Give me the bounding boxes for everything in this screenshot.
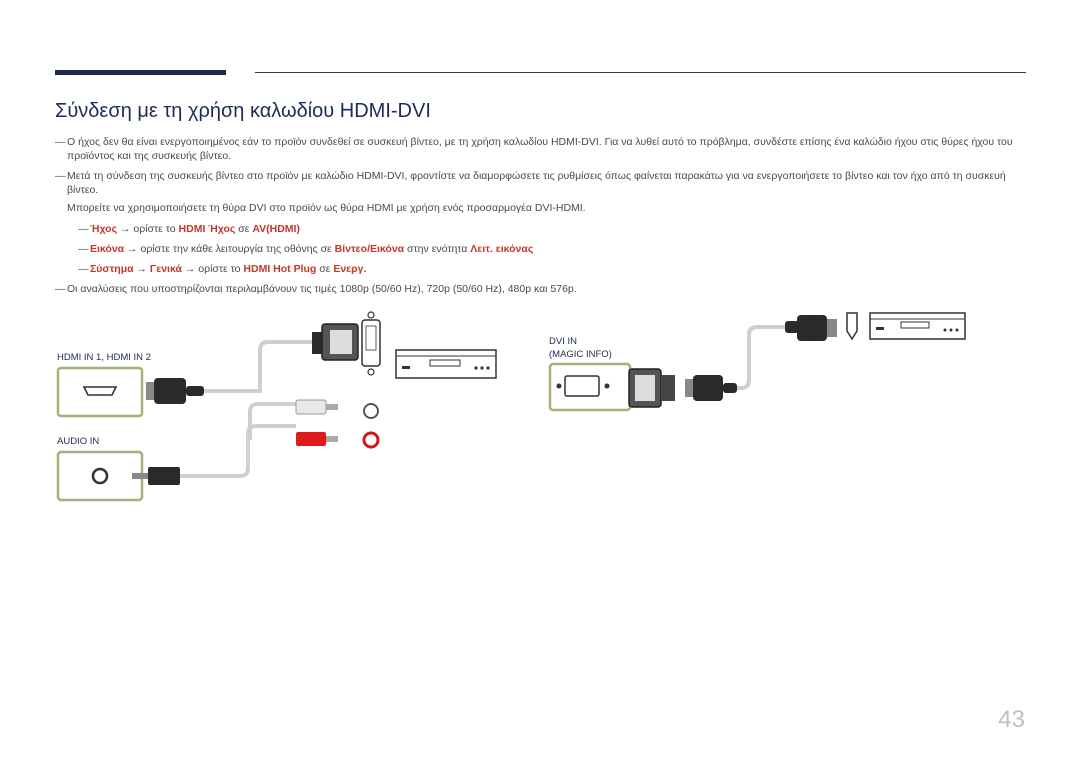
rca-white-plug-icon [295, 399, 338, 415]
note-dash-icon: ― [55, 283, 66, 295]
setting-system: ― Σύστημα → Γενικά → ορίστε το HDMI Hot … [78, 262, 367, 276]
video-device-icon [869, 312, 966, 340]
page-number: 43 [998, 706, 1025, 733]
header-accent-bar [55, 70, 226, 75]
menu-picture: Εικόνα [90, 243, 125, 255]
note-settings: ― Μετά τη σύνδεση της συσκευής βίντεο στ… [55, 169, 1027, 197]
setting-text: → [133, 263, 150, 275]
hdmi-port-label: HDMI IN 1, HDMI IN 2 [57, 352, 151, 363]
setting-sound: ― Ήχος → ορίστε το HDMI Ήχος σε AV(HDMI) [78, 222, 300, 236]
audio-cable [180, 424, 296, 478]
left-connection-diagram [56, 311, 381, 502]
menu-on: Ενεργ. [333, 263, 367, 275]
menu-video-picture: Βίντεο/Εικόνα [334, 243, 405, 255]
video-device-icon [395, 349, 497, 379]
menu-hdmi-hot-plug: HDMI Hot Plug [243, 263, 317, 275]
hdmi-port-icon [846, 312, 858, 341]
audio-jack-plug-icon [132, 467, 180, 485]
menu-picture-mode: Λειτ. εικόνας [470, 243, 534, 255]
dvi-in-port-icon [548, 362, 632, 412]
menu-general: Γενικά [149, 263, 182, 275]
note-dash-icon: ― [78, 223, 89, 235]
rca-red-jack-icon [362, 431, 380, 449]
setting-picture: ― Εικόνα → ορίστε την κάθε λειτουργία τη… [78, 242, 534, 256]
dvi-hdmi-adapter-icon [628, 368, 675, 408]
note-dash-icon: ― [55, 170, 66, 182]
hdmi-cable [737, 325, 785, 390]
menu-sound: Ήχος [90, 223, 118, 235]
note-settings-text: Μετά τη σύνδεση της συσκευής βίντεο στο … [67, 170, 1006, 196]
hdmi-cable [204, 340, 312, 393]
dvi-port-icon [361, 311, 381, 376]
rca-white-jack-icon [363, 403, 379, 419]
setting-text: → ορίστε το [181, 263, 244, 275]
setting-text: στην ενότητα [404, 243, 471, 255]
note-resolutions-text: Οι αναλύσεις που υποστηρίζονται περιλαμβ… [67, 283, 577, 295]
menu-hdmi-sound: HDMI Ήχος [178, 223, 236, 235]
setting-text: σε [316, 263, 334, 275]
setting-text: σε [235, 223, 253, 235]
note-audio: ― Ο ήχος δεν θα είναι ενεργοποιημένος εά… [55, 135, 1027, 163]
setting-text: → ορίστε το [117, 223, 179, 235]
note-dash-icon: ― [55, 136, 66, 148]
note-adapter-text: Μπορείτε να χρησιμοποιήσετε τη θύρα DVI … [67, 202, 586, 214]
hdmi-plug-icon [685, 375, 737, 401]
audio-cable-split [248, 402, 296, 440]
dvi-port-sublabel: (MAGIC INFO) [549, 349, 612, 360]
right-connection-diagram [548, 312, 966, 412]
hdmi-plug-icon [146, 378, 204, 404]
rca-red-plug-icon [296, 432, 338, 446]
audio-port-label: AUDIO IN [57, 436, 100, 447]
hdmi-port-icon [56, 366, 144, 418]
menu-av-hdmi: AV(HDMI) [252, 223, 300, 235]
note-adapter: Μπορείτε να χρησιμοποιήσετε τη θύρα DVI … [67, 201, 1027, 215]
note-resolutions: ― Οι αναλύσεις που υποστηρίζονται περιλα… [55, 282, 1027, 296]
header-rule [255, 72, 1026, 73]
setting-text: → ορίστε την κάθε λειτουργία της οθόνης … [124, 243, 335, 255]
dvi-plug-icon [312, 323, 359, 361]
hdmi-plug-icon [785, 315, 837, 341]
note-dash-icon: ― [78, 243, 89, 255]
dvi-port-label: DVI IN [549, 336, 577, 347]
audio-port-icon [56, 450, 144, 502]
note-audio-text: Ο ήχος δεν θα είναι ενεργοποιημένος εάν … [67, 136, 1013, 162]
note-dash-icon: ― [78, 263, 89, 275]
page-title: Σύνδεση με τη χρήση καλωδίου HDMI-DVI [55, 100, 431, 122]
menu-system: Σύστημα [90, 263, 134, 275]
